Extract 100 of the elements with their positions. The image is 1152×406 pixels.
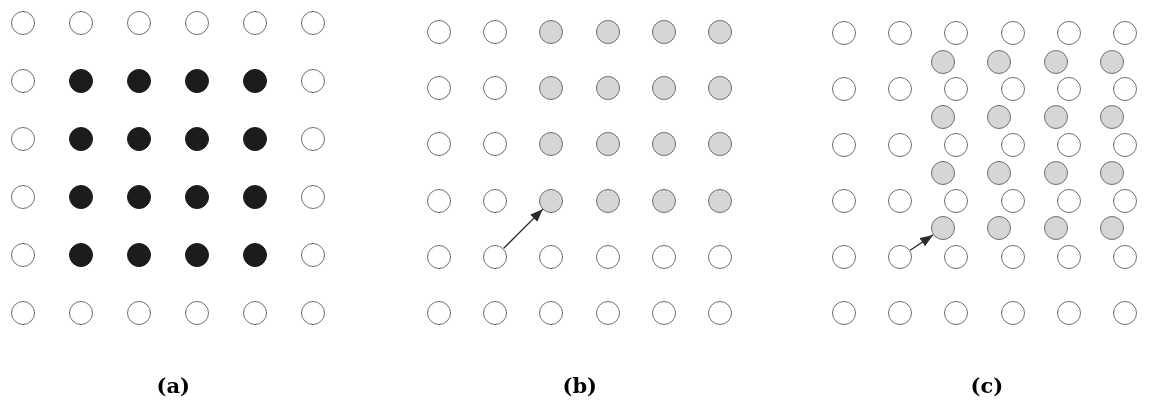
atom-circle bbox=[888, 77, 913, 101]
atom-circle bbox=[832, 245, 856, 269]
atom-circle bbox=[708, 188, 732, 213]
atom-circle bbox=[69, 69, 93, 93]
atom-circle bbox=[931, 216, 955, 241]
atom-circle bbox=[185, 11, 209, 35]
atom-circle bbox=[595, 132, 620, 157]
atom-circle bbox=[1113, 245, 1137, 269]
atom-circle bbox=[1043, 105, 1068, 130]
atom-circle bbox=[185, 127, 209, 151]
atom-circle bbox=[483, 188, 508, 213]
atom-circle bbox=[1056, 245, 1081, 269]
atom-circle bbox=[539, 188, 564, 213]
atom-circle bbox=[127, 11, 151, 35]
atom-circle bbox=[651, 301, 676, 325]
atom-circle bbox=[243, 243, 267, 267]
atom-circle bbox=[1043, 216, 1068, 241]
atom-circle bbox=[301, 69, 325, 93]
atom-circle bbox=[11, 243, 35, 267]
atom-circle bbox=[708, 301, 732, 325]
atom-circle bbox=[888, 245, 913, 269]
atom-circle bbox=[944, 77, 969, 101]
atom-circle bbox=[539, 76, 564, 101]
atom-circle bbox=[185, 185, 209, 209]
atom-circle bbox=[832, 21, 856, 45]
atom-circle bbox=[1099, 105, 1124, 130]
atom-circle bbox=[1043, 50, 1068, 74]
atom-circle bbox=[1113, 77, 1137, 101]
atom-circle bbox=[483, 244, 508, 269]
atom-circle bbox=[243, 11, 267, 35]
atom-circle bbox=[832, 189, 856, 213]
atom-circle bbox=[651, 76, 676, 101]
atom-circle bbox=[1043, 160, 1068, 185]
atom-circle bbox=[243, 69, 267, 93]
atom-circle bbox=[185, 243, 209, 267]
atom-circle bbox=[708, 244, 732, 269]
atom-circle bbox=[127, 243, 151, 267]
atom-circle bbox=[185, 69, 209, 93]
atom-circle bbox=[595, 301, 620, 325]
atom-circle bbox=[931, 105, 955, 130]
atom-circle bbox=[987, 216, 1012, 241]
atom-circle bbox=[651, 188, 676, 213]
atom-circle bbox=[1056, 301, 1081, 325]
atom-circle bbox=[243, 185, 267, 209]
atom-circle bbox=[1056, 21, 1081, 45]
atom-circle bbox=[69, 243, 93, 267]
atom-circle bbox=[595, 188, 620, 213]
atom-circle bbox=[832, 77, 856, 101]
atom-circle bbox=[888, 189, 913, 213]
atom-circle bbox=[1099, 50, 1124, 74]
atom-circle bbox=[127, 301, 151, 325]
atom-circle bbox=[987, 105, 1012, 130]
atom-circle bbox=[1113, 301, 1137, 325]
atom-circle bbox=[651, 132, 676, 157]
atom-circle bbox=[11, 185, 35, 209]
arrow bbox=[909, 234, 934, 251]
atom-circle bbox=[11, 127, 35, 151]
atom-circle bbox=[944, 301, 969, 325]
atom-circle bbox=[243, 127, 267, 151]
arrow bbox=[503, 208, 544, 249]
atom-circle bbox=[1056, 133, 1081, 157]
atom-circle bbox=[427, 20, 451, 44]
atom-circle bbox=[427, 188, 451, 213]
atom-circle bbox=[595, 76, 620, 101]
atom-circle bbox=[127, 127, 151, 151]
atom-circle bbox=[1000, 189, 1025, 213]
atom-circle bbox=[483, 76, 508, 101]
atom-circle bbox=[301, 301, 325, 325]
atom-circle bbox=[69, 185, 93, 209]
atom-circle bbox=[483, 301, 508, 325]
atom-circle bbox=[185, 301, 209, 325]
atom-circle bbox=[539, 132, 564, 157]
atom-circle bbox=[1113, 133, 1137, 157]
atom-circle bbox=[1000, 77, 1025, 101]
atom-circle bbox=[11, 11, 35, 35]
atom-circle bbox=[708, 76, 732, 101]
atom-circle bbox=[427, 244, 451, 269]
atom-circle bbox=[1000, 301, 1025, 325]
atom-circle bbox=[11, 301, 35, 325]
atom-circle bbox=[539, 20, 564, 44]
atom-circle bbox=[427, 76, 451, 101]
atom-circle bbox=[987, 160, 1012, 185]
atom-circle bbox=[832, 301, 856, 325]
atom-circle bbox=[1113, 21, 1137, 45]
atom-circle bbox=[127, 69, 151, 93]
atom-circle bbox=[1099, 216, 1124, 241]
atom-circle bbox=[427, 301, 451, 325]
atom-circle bbox=[301, 127, 325, 151]
atom-circle bbox=[427, 132, 451, 157]
atom-circle bbox=[931, 160, 955, 185]
atom-circle bbox=[1099, 160, 1124, 185]
atom-circle bbox=[708, 132, 732, 157]
atom-circle bbox=[539, 244, 564, 269]
atom-circle bbox=[1000, 21, 1025, 45]
atom-circle bbox=[708, 20, 732, 44]
atom-circle bbox=[483, 132, 508, 157]
atom-circle bbox=[1056, 189, 1081, 213]
atom-circle bbox=[1000, 133, 1025, 157]
atom-circle bbox=[944, 21, 969, 45]
atom-circle bbox=[243, 301, 267, 325]
